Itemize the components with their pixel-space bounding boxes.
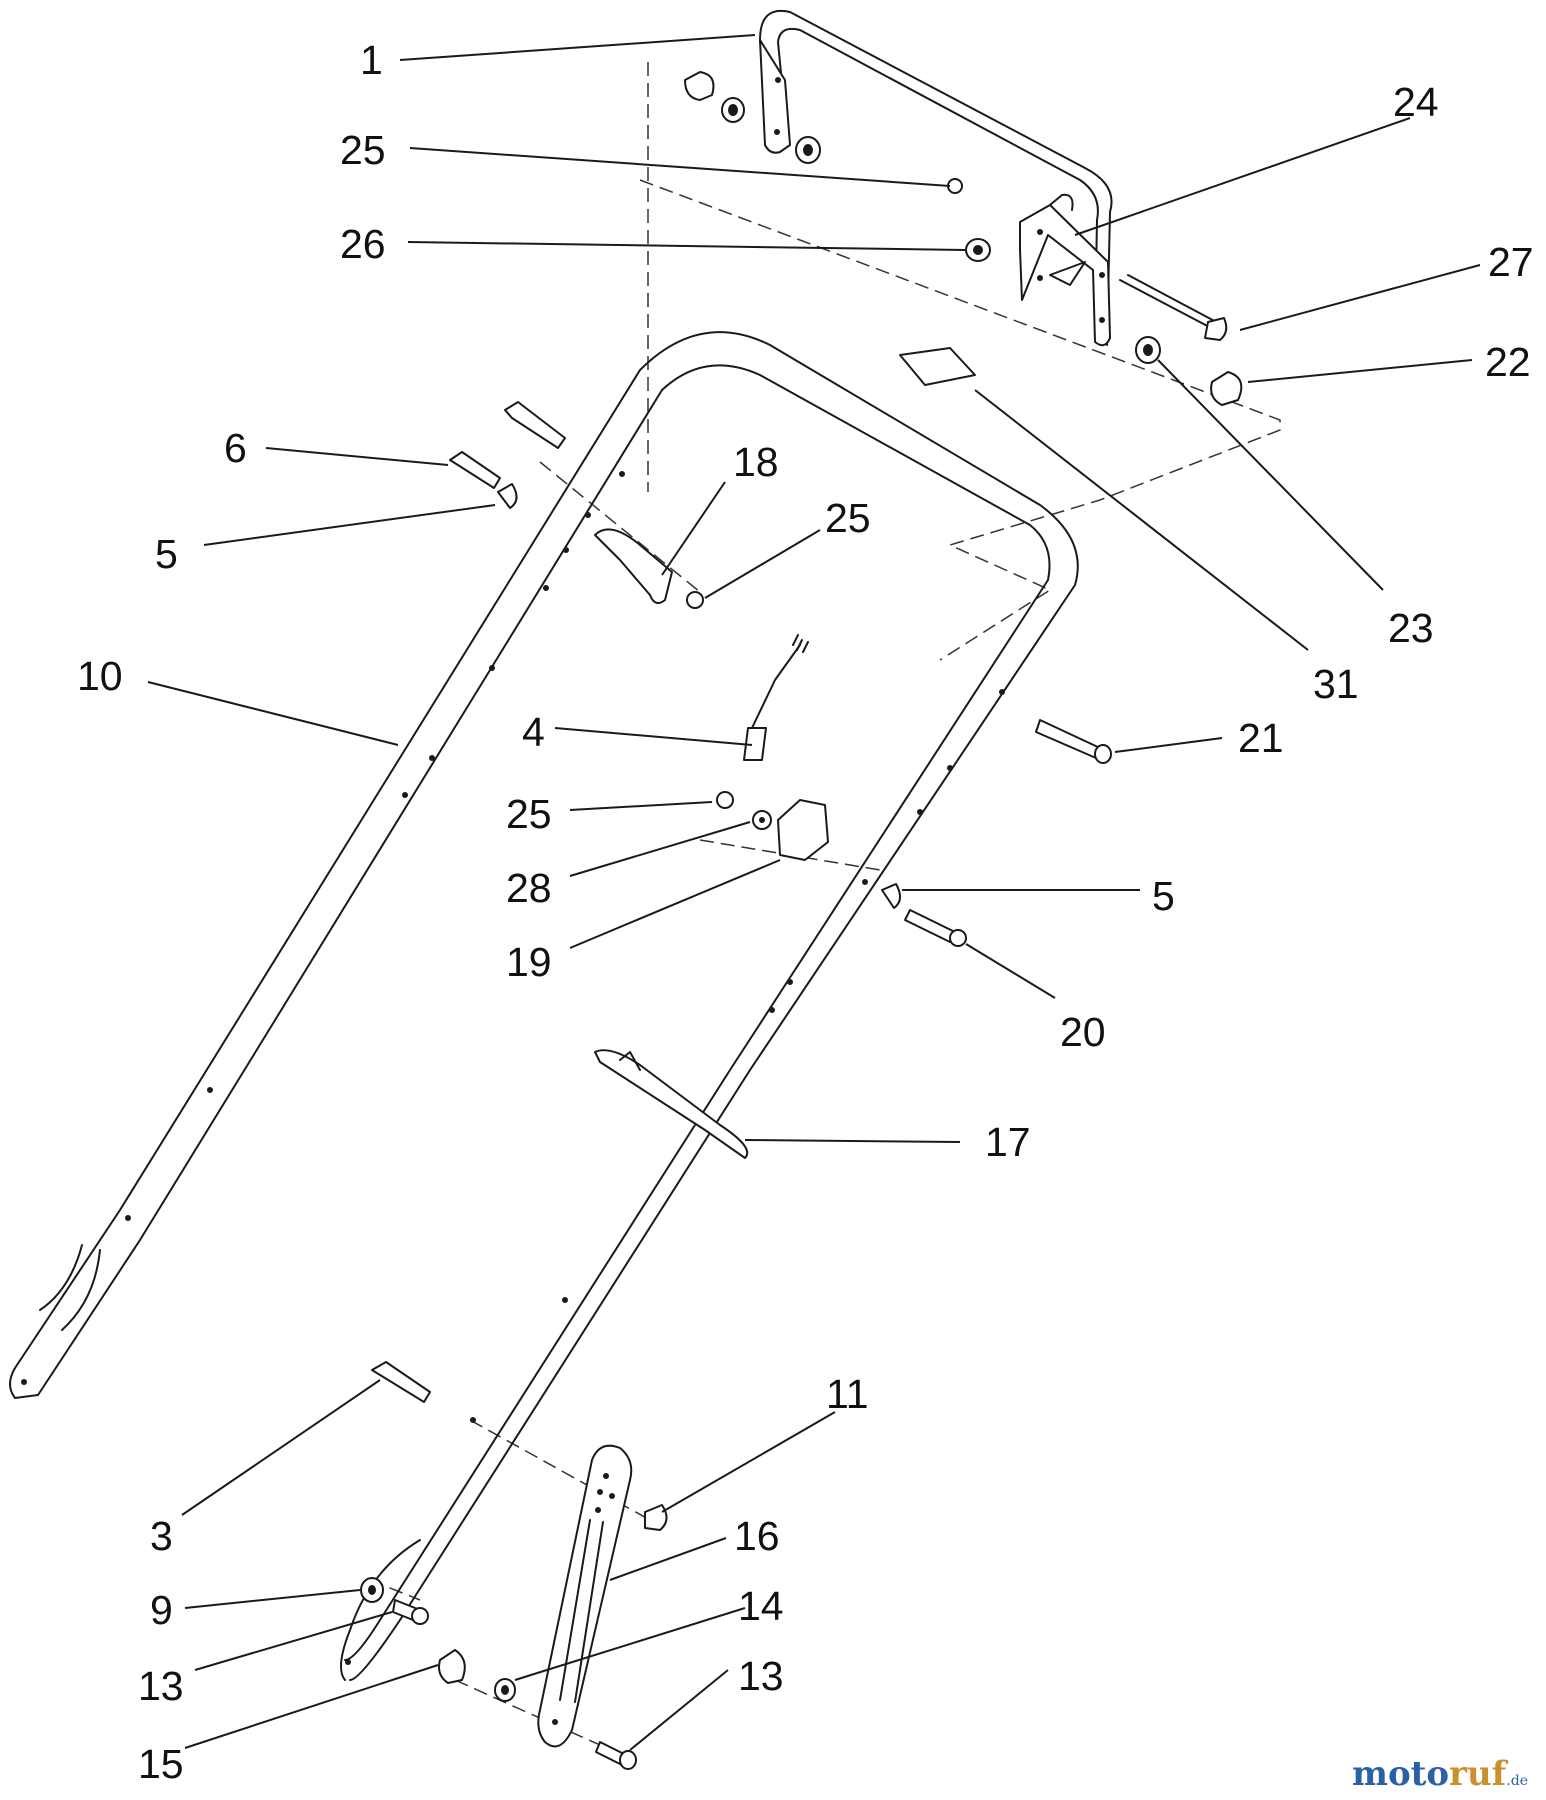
lower-fasteners — [360, 1361, 668, 1770]
mid-fasteners — [449, 401, 1112, 947]
watermark-tld: .de — [1506, 1773, 1528, 1789]
watermark-logo: motoruf.de — [1352, 1754, 1528, 1794]
bracket-part — [1019, 193, 1111, 347]
callout-20: 20 — [1060, 1009, 1106, 1055]
callout-6: 6 — [224, 425, 247, 471]
callout-5-right: 5 — [1152, 873, 1175, 919]
callout-22: 22 — [1485, 339, 1531, 385]
leader-lines — [147, 34, 1481, 1751]
clip-part — [594, 1049, 749, 1159]
callout-25-mid: 25 — [506, 791, 552, 837]
callout-labels: 1 25 26 24 27 22 6 5 18 25 10 23 31 21 4… — [77, 37, 1534, 1787]
callout-27: 27 — [1488, 239, 1534, 285]
callout-14: 14 — [738, 1583, 784, 1629]
callout-17: 17 — [985, 1119, 1031, 1165]
callout-25-lever: 25 — [825, 495, 871, 541]
callout-5: 5 — [155, 531, 178, 577]
upper-handle-part — [684, 9, 1113, 346]
watermark-accent: ruf — [1449, 1754, 1507, 1794]
callout-31: 31 — [1313, 661, 1359, 707]
callout-23: 23 — [1388, 605, 1434, 651]
callout-3: 3 — [150, 1513, 173, 1559]
callout-1: 1 — [360, 37, 383, 83]
callout-18: 18 — [733, 439, 779, 485]
callout-15: 15 — [138, 1741, 184, 1787]
callout-16: 16 — [734, 1513, 780, 1559]
callout-19: 19 — [506, 939, 552, 985]
watermark-main: moto — [1351, 1754, 1450, 1794]
callout-24: 24 — [1393, 79, 1439, 125]
callout-9: 9 — [150, 1587, 173, 1633]
lower-handle-part — [9, 331, 1079, 1681]
upper-fasteners — [899, 178, 1243, 406]
callout-13-lower: 13 — [738, 1653, 784, 1699]
callout-11: 11 — [826, 1371, 869, 1417]
callout-25: 25 — [340, 127, 386, 173]
callout-26: 26 — [340, 221, 386, 267]
callout-28: 28 — [506, 865, 552, 911]
callout-21: 21 — [1238, 715, 1284, 761]
callout-4: 4 — [522, 709, 545, 755]
callout-13: 13 — [138, 1663, 184, 1709]
callout-10: 10 — [77, 653, 123, 699]
